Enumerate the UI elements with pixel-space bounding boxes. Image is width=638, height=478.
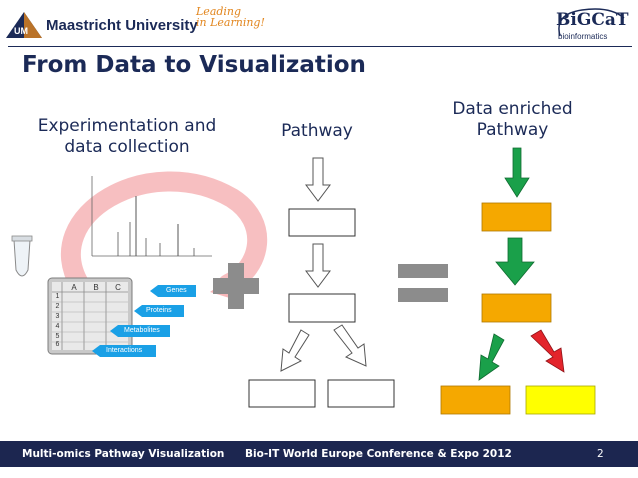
enriched-arrow-3 — [478, 333, 505, 381]
badge-interactions: Interactions — [106, 347, 143, 354]
footer-left-text: Multi-omics Pathway Visualization — [22, 448, 225, 460]
badge-metabolites: Metabolites — [124, 327, 160, 334]
bigcat-logo: BiGCaT bioinformatics — [552, 6, 632, 44]
badge-proteins: Proteins — [146, 307, 172, 314]
experimentation-illustration — [11, 147, 596, 415]
pathway-arrow-4 — [333, 324, 367, 367]
equals-operator — [398, 264, 448, 302]
enriched-node-1 — [481, 202, 552, 232]
bigcat-logo-text: BiGCaT — [556, 10, 629, 30]
footer-center-text: Bio-IT World Europe Conference & Expo 20… — [245, 448, 512, 460]
bigcat-subtitle: bioinformatics — [558, 32, 608, 41]
um-logo-icon: UM — [6, 12, 42, 38]
badge-genes: Genes — [166, 287, 187, 294]
pathway-node-4 — [327, 379, 395, 408]
spreadsheet-row-3: 3 — [55, 313, 60, 320]
test-tube-icon — [11, 235, 33, 277]
pathway-node-2 — [288, 293, 356, 323]
spreadsheet-row-2: 2 — [55, 303, 60, 310]
spreadsheet-col-b: B — [93, 283, 99, 292]
pathway-node-3 — [248, 379, 316, 408]
page-number: 2 — [597, 448, 604, 460]
pathway-arrow-2 — [305, 243, 331, 288]
enriched-pathway-diagram — [440, 147, 596, 415]
svg-text:UM: UM — [14, 26, 28, 36]
slide-title: From Data to Visualization — [22, 52, 366, 78]
tagline-line-1: Leading — [196, 5, 242, 18]
column-heading-experimentation: Experimentation and data collection — [37, 116, 217, 157]
header-divider — [8, 46, 632, 47]
spreadsheet-row-5: 5 — [55, 333, 60, 340]
enriched-node-4 — [525, 385, 596, 415]
pathway-arrow-1 — [305, 157, 331, 202]
mass-spectrum — [91, 176, 212, 257]
column-heading-pathway: Pathway — [281, 121, 353, 141]
pathway-diagram — [248, 157, 395, 408]
plus-operator — [213, 263, 259, 309]
spreadsheet-row-1: 1 — [55, 293, 60, 300]
pathway-node-1 — [288, 208, 356, 237]
university-name: Maastricht University — [46, 17, 198, 34]
badge-shape-proteins — [134, 305, 184, 317]
spreadsheet-col-a: A — [71, 283, 77, 292]
cycle-arrow — [60, 171, 267, 295]
enriched-arrow-4 — [530, 329, 565, 373]
pathway-arrow-3 — [280, 329, 310, 372]
enriched-node-3 — [440, 385, 511, 415]
spreadsheet-icon — [47, 277, 133, 355]
enriched-arrow-2 — [495, 237, 535, 286]
enriched-node-2 — [481, 293, 552, 323]
badge-shape-genes — [150, 285, 196, 297]
badge-shape-interactions — [92, 345, 156, 357]
footer-bar: Multi-omics Pathway Visualization Bio-IT… — [0, 441, 638, 467]
spreadsheet-row-4: 4 — [55, 323, 60, 330]
tagline-line-2: in Learning! — [196, 16, 265, 29]
spreadsheet-row-6: 6 — [55, 341, 60, 348]
column-heading-enriched-pathway: Data enriched Pathway — [452, 99, 573, 140]
badge-shape-metabolites — [110, 325, 170, 337]
bigcat-logo-icon — [558, 8, 625, 37]
spreadsheet-col-c: C — [115, 283, 121, 292]
enriched-arrow-1 — [504, 147, 530, 198]
